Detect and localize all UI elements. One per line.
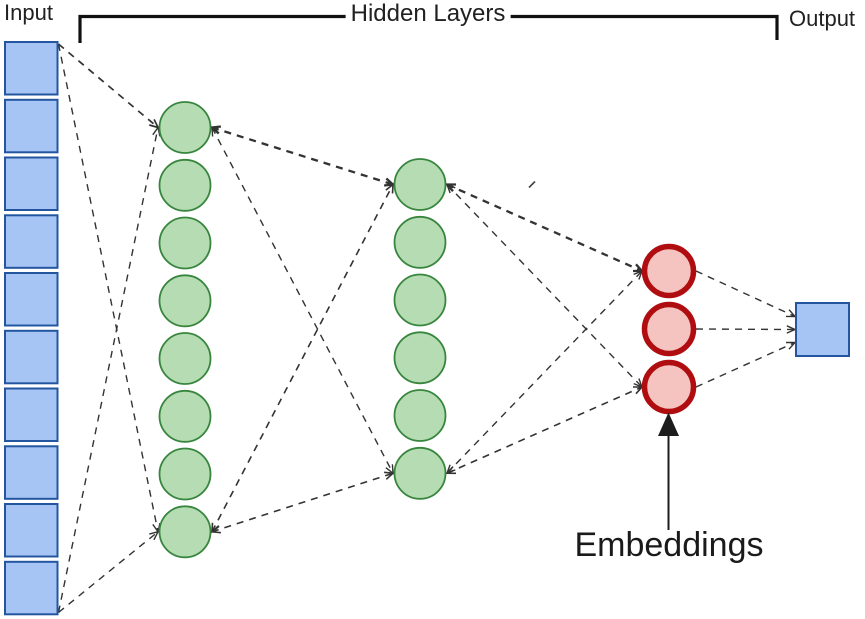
hidden-node (158, 216, 212, 270)
hidden-node (393, 331, 447, 385)
embedding-node (641, 243, 697, 299)
hidden-node (393, 215, 447, 269)
connector-arrowhead (385, 182, 394, 194)
connector-line (695, 270, 796, 318)
input-node (4, 156, 59, 211)
hidden-node (393, 273, 447, 327)
hidden-node (158, 274, 212, 328)
connector-line (58, 531, 159, 614)
hidden-node (158, 158, 212, 212)
annotation-arrowhead (658, 412, 679, 436)
connector-line (211, 472, 394, 533)
embedding-node (641, 301, 697, 357)
embeddings-label: Embeddings (574, 526, 764, 564)
connector-arrowhead (785, 309, 797, 318)
input-node (4, 329, 59, 385)
embedding-layer (641, 243, 697, 415)
connector-line (57, 43, 159, 532)
input-label: Input (4, 0, 53, 25)
hidden-node (158, 447, 212, 501)
input-node (4, 214, 59, 269)
connector-line (446, 184, 643, 388)
stray-dash (528, 180, 536, 189)
hidden-layer-1 (158, 101, 212, 559)
hidden-node (158, 505, 212, 559)
connector-arrowhead (211, 125, 220, 137)
connector-arrowhead (149, 530, 160, 541)
hidden-node (393, 158, 447, 211)
input-node (4, 503, 59, 558)
connector-arrowhead (445, 183, 456, 194)
connector-lines (57, 43, 797, 614)
input-node (4, 41, 59, 96)
embeddings-annotation-arrow (658, 412, 679, 530)
connector-line (57, 43, 159, 129)
embedding-node (641, 359, 697, 415)
connector-line (57, 127, 159, 613)
connector-arrowhead (210, 525, 221, 534)
connector-arrowhead (445, 466, 457, 475)
input-node (4, 445, 59, 500)
connector-line (211, 184, 394, 533)
connector-arrowhead (633, 263, 645, 273)
input-node (4, 560, 59, 616)
output-node (795, 302, 850, 357)
hidden-node (393, 389, 447, 442)
connector-line (695, 341, 796, 388)
connector-line (211, 126, 394, 186)
input-node (4, 387, 59, 442)
connector-arrowhead (633, 386, 644, 395)
connector-arrowhead (383, 177, 396, 187)
hidden-node (158, 389, 212, 443)
input-node (4, 272, 59, 327)
hidden-node (158, 332, 212, 385)
hidden-node (393, 446, 447, 500)
connector-line (446, 270, 643, 474)
hidden-layers-label: Hidden Layers (345, 0, 511, 28)
hidden-layer-2 (393, 158, 447, 500)
connector-arrowhead (384, 471, 395, 480)
hidden-node (158, 101, 212, 154)
connector-line (695, 328, 796, 331)
output-label: Output (789, 6, 856, 31)
input-node (4, 98, 59, 154)
connector-line (446, 183, 643, 273)
connector-line (446, 386, 643, 474)
connector-line (211, 127, 394, 474)
input-layer (4, 41, 59, 616)
connector-arrowhead (786, 341, 797, 350)
